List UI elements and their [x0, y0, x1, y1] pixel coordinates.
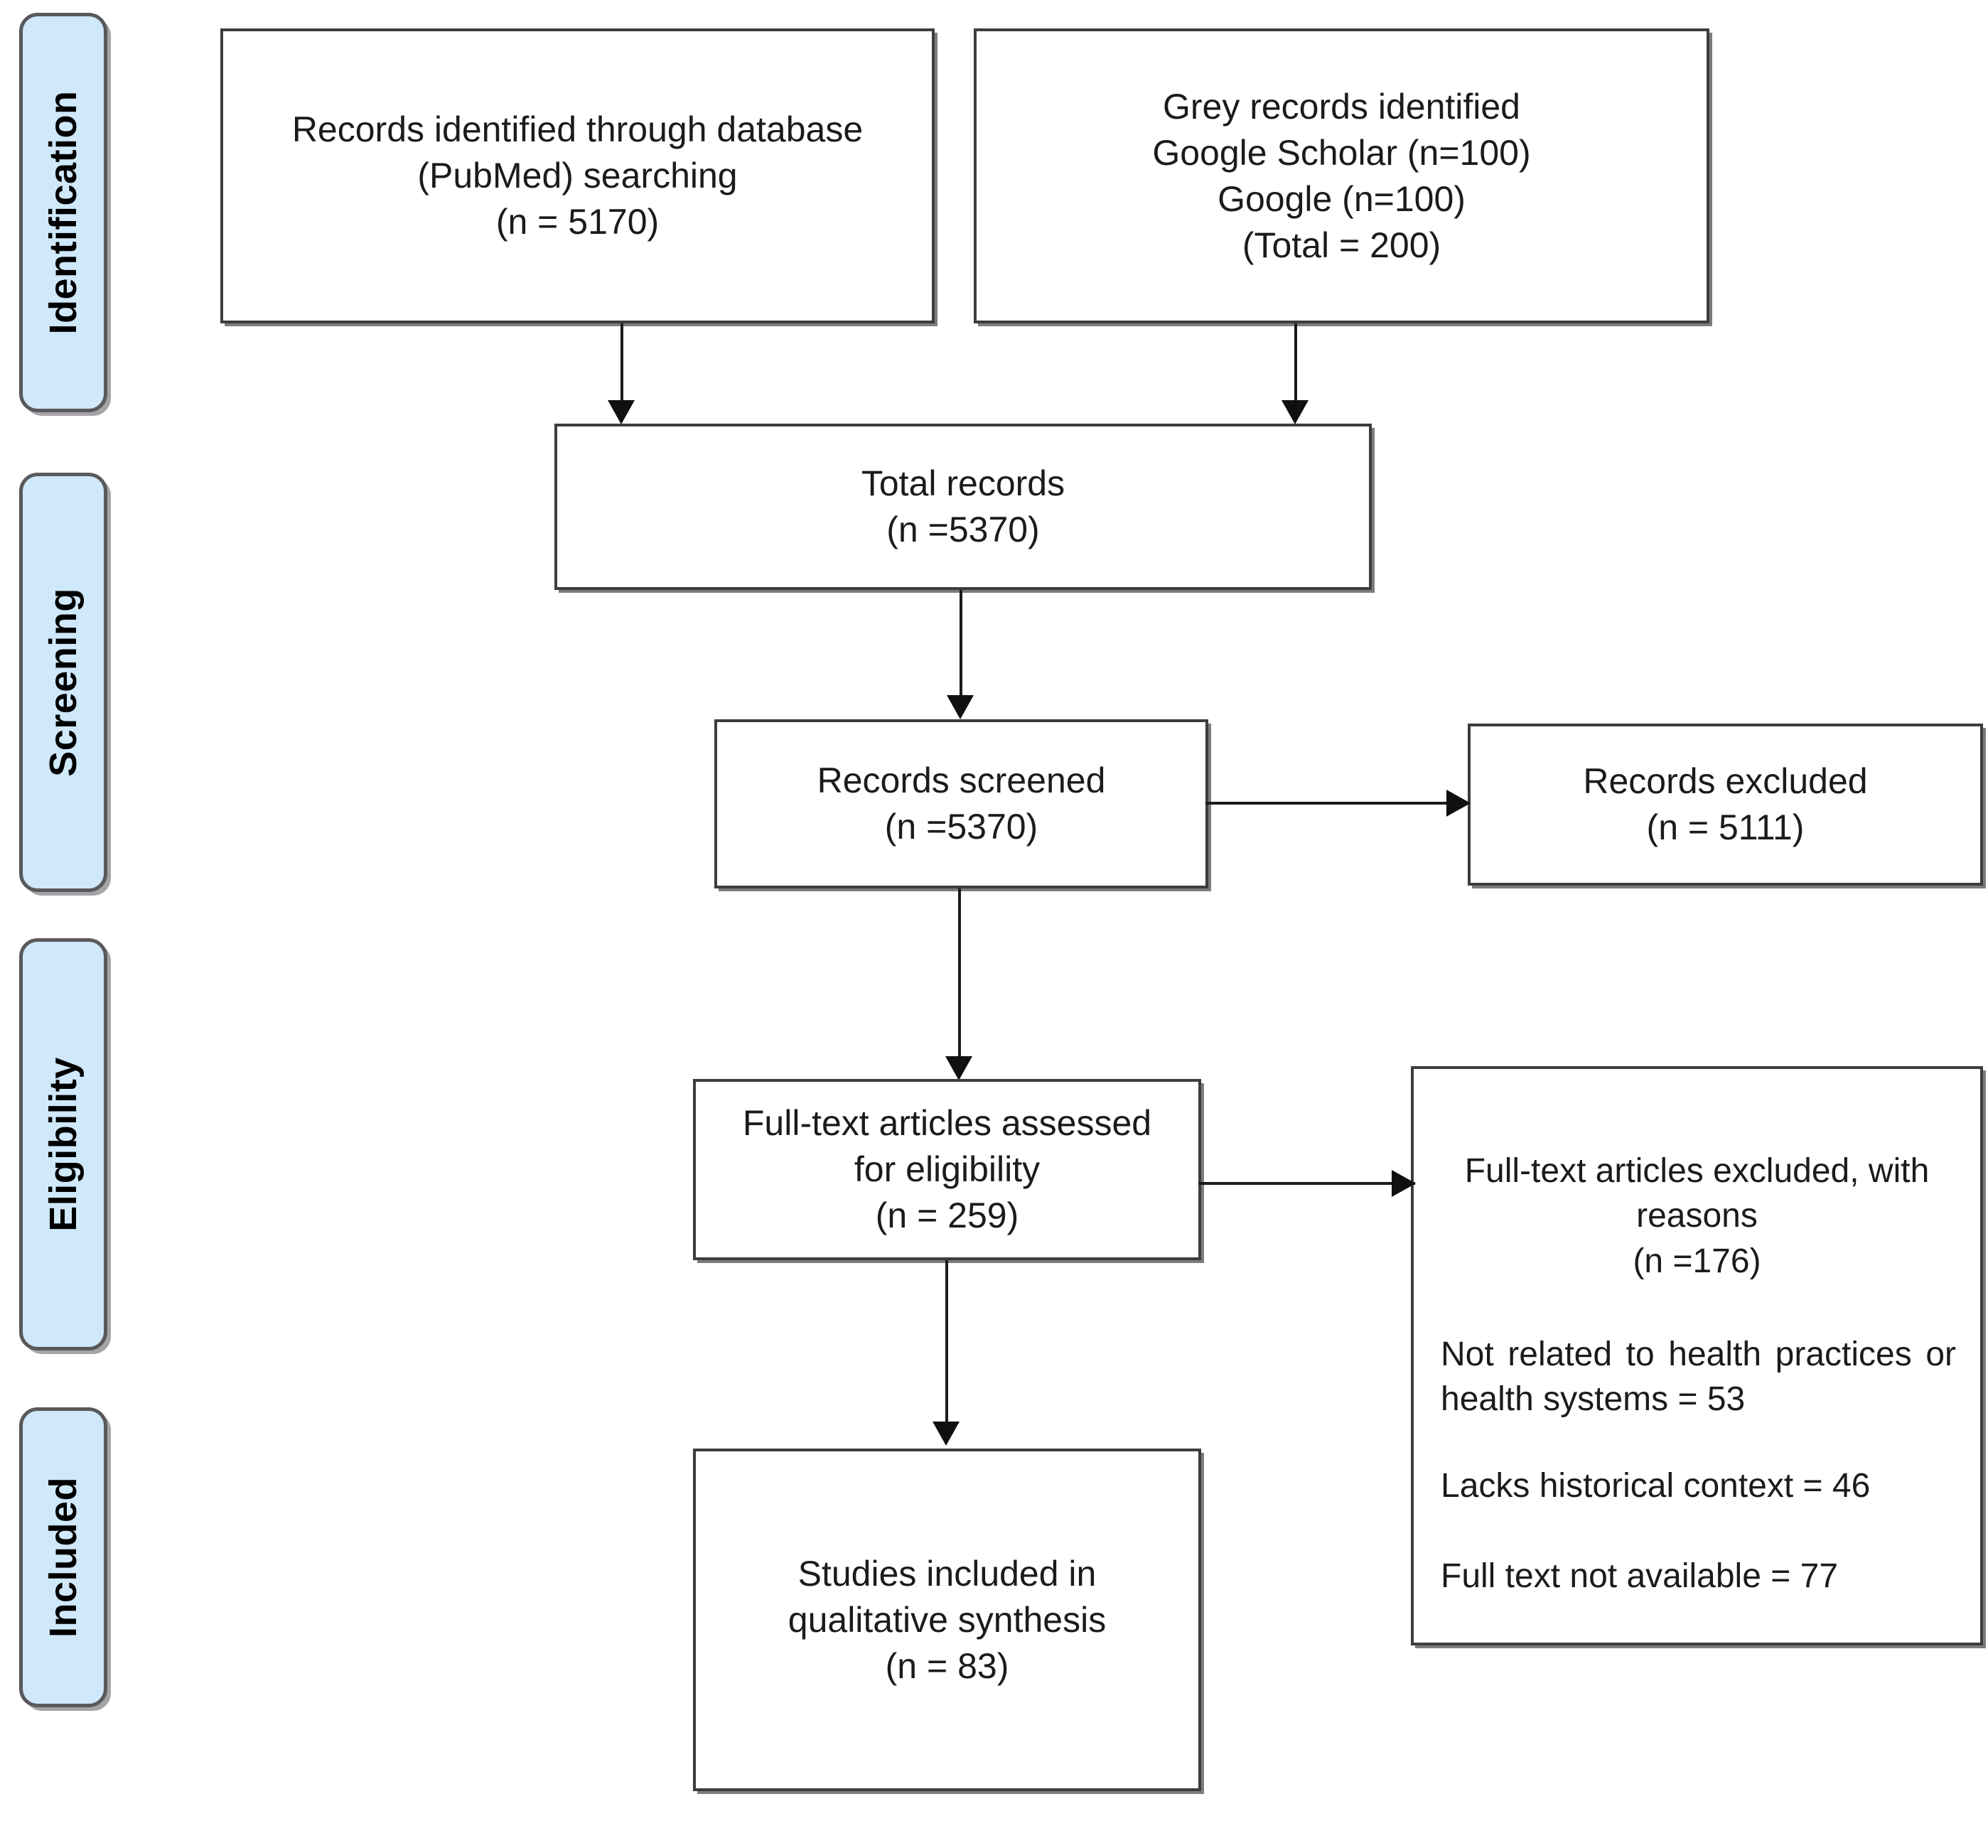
- total-records-count: (n =5370): [886, 510, 1040, 549]
- arrowhead-fulltext-to-included: [933, 1422, 960, 1446]
- connector-fulltext-to-included: [945, 1260, 948, 1425]
- box-fulltext-excluded: Full-text articles excluded, with reason…: [1411, 1066, 1983, 1645]
- studies-included-line-2: qualitative synthesis: [788, 1599, 1107, 1640]
- arrowhead-grey-to-total: [1282, 400, 1309, 424]
- database-search-line-1: Records identified through database: [291, 109, 864, 149]
- box-records-screened: Records screened (n =5370): [714, 719, 1208, 888]
- database-search-line-2: (PubMed) searching: [417, 156, 738, 195]
- fulltext-assessed-line-1: Full-text articles assessed: [742, 1103, 1152, 1143]
- stage-pill-included: Included: [19, 1407, 107, 1707]
- fulltext-excluded-line-1: Full-text articles excluded, with: [1464, 1152, 1930, 1190]
- arrowhead-database-to-total: [608, 400, 635, 424]
- box-records-excluded: Records excluded (n = 5111): [1468, 724, 1983, 886]
- box-fulltext-assessed: Full-text articles assessed for eligibil…: [693, 1079, 1201, 1260]
- grey-literature-total: (Total = 200): [1242, 225, 1441, 265]
- grey-literature-line-1: Grey records identified: [1162, 86, 1520, 127]
- exclusion-reason-3: Full text not available = 77: [1441, 1557, 1839, 1595]
- arrowhead-screened-to-excluded: [1446, 790, 1471, 817]
- stage-pill-eligibility: Eligibility: [19, 938, 107, 1350]
- connector-database-to-total: [620, 323, 623, 410]
- stage-label-identification: Identification: [42, 90, 85, 335]
- connector-total-to-screened: [960, 590, 962, 698]
- stage-pill-identification: Identification: [19, 13, 107, 412]
- total-records-label: Total records: [861, 463, 1065, 503]
- arrowhead-total-to-screened: [947, 695, 974, 719]
- fulltext-assessed-count: (n = 259): [875, 1196, 1019, 1235]
- exclusion-reason-2: Lacks historical context = 46: [1441, 1467, 1871, 1505]
- connector-fulltext-to-excluded: [1198, 1182, 1415, 1185]
- stage-label-screening: Screening: [42, 588, 85, 777]
- exclusion-reason-1: Not related to health practices or healt…: [1441, 1336, 1956, 1419]
- arrowhead-screened-to-fulltext: [945, 1056, 972, 1080]
- stage-label-included: Included: [42, 1476, 85, 1638]
- stage-label-eligibility: Eligibility: [42, 1057, 85, 1232]
- records-screened-label: Records screened: [817, 761, 1106, 800]
- arrowhead-fulltext-to-excluded: [1392, 1170, 1416, 1197]
- studies-included-count: (n = 83): [885, 1645, 1009, 1686]
- connector-grey-to-total: [1294, 323, 1297, 410]
- grey-literature-google: Google (n=100): [1218, 178, 1466, 219]
- database-search-count: (n = 5170): [495, 202, 660, 242]
- fulltext-assessed-line-2: for eligibility: [854, 1149, 1041, 1189]
- connector-screened-to-fulltext: [958, 888, 961, 1059]
- box-studies-included: Studies included in qualitative synthesi…: [693, 1449, 1201, 1791]
- records-excluded-label: Records excluded: [1583, 761, 1868, 801]
- fulltext-excluded-line-2: reasons: [1636, 1197, 1758, 1235]
- stage-pill-screening: Screening: [19, 473, 107, 892]
- studies-included-line-1: Studies included in: [797, 1553, 1097, 1594]
- records-screened-count: (n =5370): [884, 807, 1038, 847]
- box-total-records: Total records (n =5370): [554, 424, 1372, 590]
- connector-screened-to-excluded: [1205, 802, 1451, 805]
- fulltext-excluded-count: (n =176): [1633, 1242, 1761, 1280]
- grey-literature-google-scholar: Google Scholar (n=100): [1152, 132, 1531, 173]
- records-excluded-count: (n = 5111): [1646, 807, 1805, 847]
- box-database-search: Records identified through database (Pub…: [220, 28, 935, 323]
- box-grey-literature: Grey records identified Google Scholar (…: [974, 28, 1709, 323]
- fulltext-excluded-heading: Full-text articles excluded, with reason…: [1441, 1149, 1953, 1284]
